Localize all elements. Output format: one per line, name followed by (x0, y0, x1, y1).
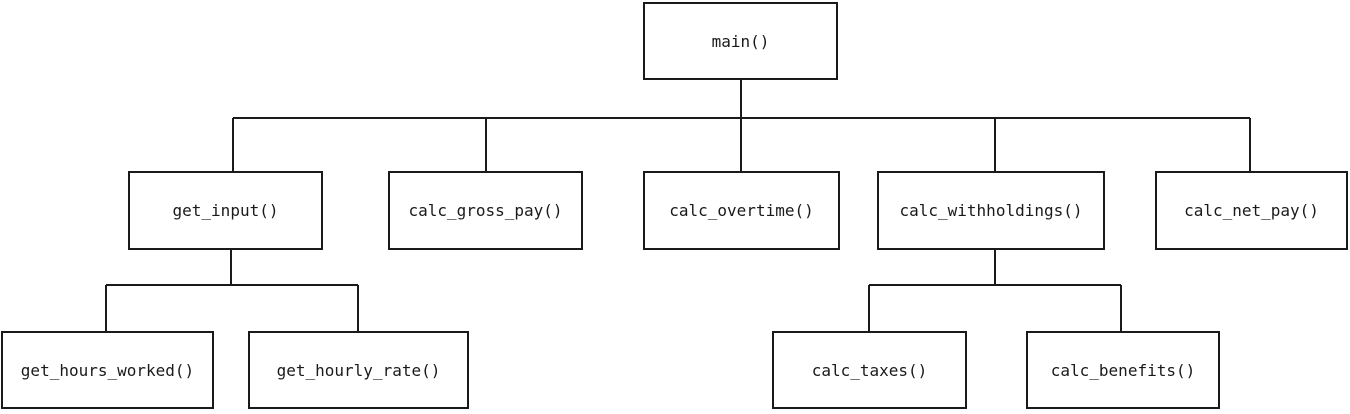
node-calc-gross-pay-label: calc_gross_pay() (408, 201, 563, 220)
node-get-input: get_input() (128, 171, 323, 250)
node-calc-net-pay: calc_net_pay() (1155, 171, 1348, 250)
node-calc-benefits-label: calc_benefits() (1050, 360, 1196, 380)
node-main-label: main() (711, 31, 770, 51)
node-calc-taxes-label: calc_taxes() (811, 360, 928, 380)
node-get-hourly-rate-label: get_hourly_rate() (276, 360, 441, 380)
node-get-hourly-rate: get_hourly_rate() (248, 331, 469, 409)
node-calc-taxes: calc_taxes() (772, 331, 967, 409)
node-calc-overtime-label: calc_overtime() (669, 201, 814, 220)
node-main: main() (643, 2, 838, 80)
node-calc-overtime: calc_overtime() (643, 171, 840, 250)
node-get-hours-worked-label: get_hours_worked() (20, 360, 195, 380)
node-get-input-label: get_input() (172, 201, 279, 220)
node-calc-withholdings: calc_withholdings() (877, 171, 1105, 250)
node-get-hours-worked: get_hours_worked() (1, 331, 214, 409)
node-calc-net-pay-label: calc_net_pay() (1184, 201, 1319, 220)
node-calc-gross-pay: calc_gross_pay() (388, 171, 583, 250)
node-calc-benefits: calc_benefits() (1026, 331, 1220, 409)
node-calc-withholdings-label: calc_withholdings() (899, 201, 1083, 220)
